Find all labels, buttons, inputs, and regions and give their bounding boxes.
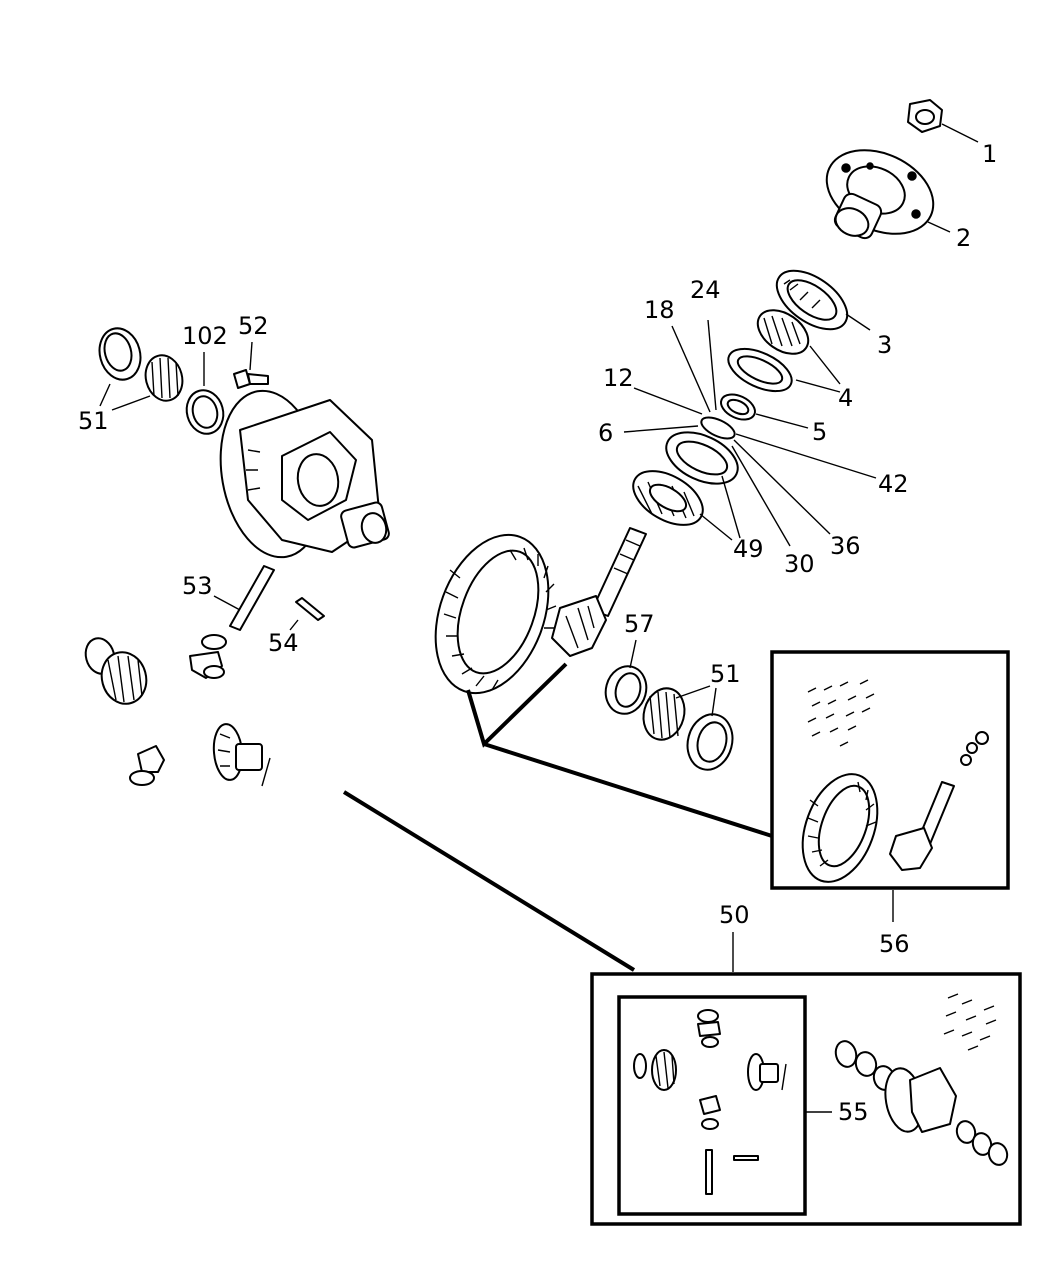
side-gear-lower[interactable]: [212, 723, 271, 787]
part-51-carrier-bearing-cone-left[interactable]: [141, 351, 188, 405]
pinion-mate-and-washer-lower[interactable]: [129, 745, 165, 786]
callout-51-right: 51: [710, 660, 741, 688]
callout-1: 1: [982, 140, 997, 168]
callout-2: 2: [956, 224, 971, 252]
ring-gear[interactable]: [415, 519, 569, 709]
box-56-bolts: [807, 679, 989, 766]
callout-50: 50: [719, 901, 750, 929]
side-gear-and-washer-upper[interactable]: [82, 635, 152, 709]
box-55-gear-kit-parts: [633, 1009, 787, 1195]
callout-52: 52: [238, 312, 269, 340]
pinion-mate-and-washer-upper[interactable]: [189, 634, 227, 679]
box-56-ring-gear: [801, 773, 879, 883]
part-54-lock-pin[interactable]: [295, 597, 325, 621]
callout-42: 42: [878, 470, 909, 498]
part-42-shim-ring[interactable]: [698, 413, 737, 443]
callout-53: 53: [182, 572, 213, 600]
differential-case[interactable]: [208, 383, 390, 566]
callout-5: 5: [812, 418, 827, 446]
part-2-flange-yoke[interactable]: [813, 134, 947, 250]
part-52-bolt[interactable]: [233, 369, 269, 389]
callout-30: 30: [784, 550, 815, 578]
callout-6: 6: [598, 419, 613, 447]
callout-4: 4: [838, 384, 853, 412]
part-51-carrier-bearing-right[interactable]: [638, 684, 739, 775]
part-30-bearing-cup[interactable]: [658, 422, 745, 494]
box-50-case-assembly-parts: [834, 993, 1009, 1166]
callout-36: 36: [830, 532, 861, 560]
part-49-pinion-bearing-cone[interactable]: [624, 460, 712, 536]
callout-51-left: 51: [78, 407, 109, 435]
callout-56: 56: [879, 930, 910, 958]
part-53-cross-shaft[interactable]: [229, 565, 275, 631]
box-55-differential-gear-kit[interactable]: [617, 995, 807, 1216]
callout-18: 18: [644, 296, 675, 324]
drive-pinion-gear[interactable]: [551, 527, 647, 657]
callout-24: 24: [690, 276, 721, 304]
box-56-ring-pinion-kit[interactable]: [770, 650, 1010, 890]
box-56-pinion: [889, 781, 955, 871]
part-102-shim[interactable]: [182, 386, 228, 438]
callout-3: 3: [877, 331, 892, 359]
callout-12: 12: [603, 364, 634, 392]
part-3-pinion-seal[interactable]: [767, 259, 858, 341]
callout-49: 49: [733, 535, 764, 563]
box-50-differential-case-assembly[interactable]: [590, 972, 1022, 1226]
callout-102: 102: [182, 322, 228, 350]
part-51-carrier-bearing-race-left[interactable]: [94, 324, 146, 385]
part-1-nut[interactable]: [907, 99, 943, 133]
part-5-collapsible-spacer[interactable]: [717, 389, 759, 424]
part-4-pinion-bearing[interactable]: [722, 301, 816, 400]
callout-55: 55: [838, 1098, 869, 1126]
part-57-bearing-cup[interactable]: [600, 662, 651, 719]
callout-54: 54: [268, 629, 299, 657]
callout-57: 57: [624, 610, 655, 638]
